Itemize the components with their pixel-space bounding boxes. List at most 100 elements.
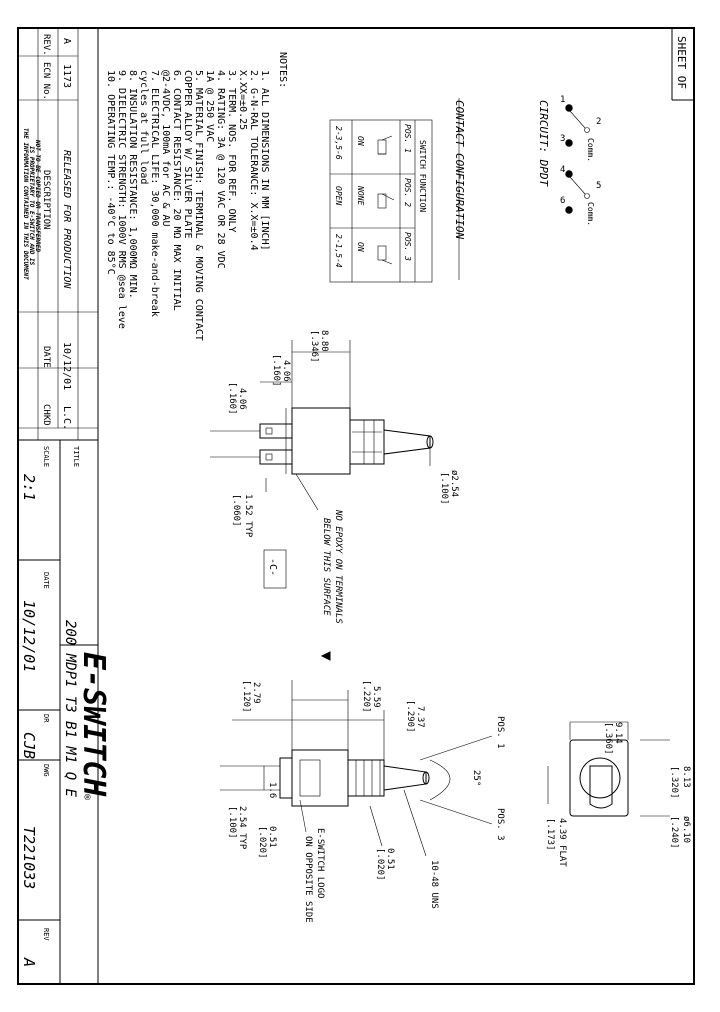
- date-label: DATE: [42, 572, 50, 589]
- e-switch-logo: E-SWITCH ®: [76, 652, 111, 801]
- dr-label: DR: [42, 714, 50, 723]
- pos2-header: POS. 2: [403, 178, 412, 207]
- dim-dia-6-10-in: [.240]: [669, 816, 679, 849]
- ecn-header: ECN No.: [41, 62, 51, 100]
- contact-config-title: CONTACT CONFIGURATION: [453, 100, 466, 239]
- terminal-1: 1: [560, 95, 565, 105]
- dim-4-06a: 4.06: [281, 360, 291, 382]
- note-6b: @2-4VDC, 100mA for AC & AU: [160, 70, 171, 227]
- side-view-lower: 7.37 [.290] 5.59 [.220] 2.79 [.120] 1.6 …: [220, 680, 505, 923]
- pos1-label: POS. 1: [495, 716, 505, 749]
- pos1-state: ON: [356, 136, 365, 146]
- pos3-header: POS. 3: [403, 232, 412, 261]
- note-9: 9. DIELECTRIC STRENGTH: 1000V RMS @sea l…: [116, 70, 127, 329]
- note-10: 10. OPERATING TEMP.: -40°C to 85°C: [105, 70, 116, 275]
- chkd-header: CHKD: [41, 404, 51, 426]
- dim-5-59-in: [.220]: [361, 680, 371, 713]
- circuit-label: CIRCUIT: DPDT: [537, 100, 550, 187]
- side-view-upper: 8.80 [.346] 4.06 [.160] 4.06 [.160] ø2.5…: [210, 330, 459, 661]
- front-view: 9.14 [.360] 8.13 [.320] ø6.10 [.240] 4.3…: [545, 721, 691, 867]
- date-header: DATE: [41, 346, 51, 368]
- dim-8-80-in: [.346]: [309, 330, 319, 363]
- note-7: 7. ELECTRICAL LIFE: 30,000 make-and-brea…: [149, 70, 160, 317]
- toggle-pos3-icon: [377, 245, 393, 265]
- note-8: 8. INSULATION RESISTANCE: 1,000MΩ MIN.: [127, 70, 138, 299]
- sheet-label: SHEET OF: [675, 36, 688, 89]
- dim-7-37-in: [.290]: [405, 700, 415, 733]
- dim-dia-2-54-in: [.100]: [439, 472, 449, 505]
- chkd-value: L.C.: [61, 406, 72, 430]
- toggle-pos1-icon: [377, 135, 393, 155]
- ecn-value: 1173: [61, 64, 72, 88]
- drawing-number: T221033: [20, 826, 38, 889]
- part-title: 200 MDP1 T3 B1 M1 Q E: [62, 620, 78, 798]
- dim-4-06b-in: [.160]: [227, 382, 237, 415]
- notes-heading: NOTES:: [277, 52, 288, 88]
- dim-dia-2-54: ø2.54: [449, 470, 459, 497]
- pos3-label: POS. 3: [495, 808, 505, 841]
- dim-2-54-typ-in: [.100]: [227, 806, 237, 839]
- dim-0-51a-in: [.020]: [257, 826, 267, 859]
- rev-label: REV: [42, 928, 50, 941]
- proprietary-line-3: NOT TO BE COPIED OR TRANSFERRED: [34, 139, 41, 252]
- registered-mark: ®: [81, 794, 92, 801]
- pos1-contacts: 2-3,5-6: [334, 126, 343, 160]
- dim-2-79: 2.79: [251, 682, 261, 704]
- dim-1-52: 1.52 TYP: [243, 494, 253, 538]
- scale-value: 2:1: [20, 474, 38, 501]
- thread-spec: 10-48 UNS: [429, 860, 439, 909]
- toggle-pos2-icon: [377, 193, 395, 209]
- dwg-label: DWG: [42, 764, 50, 777]
- datum-triangle-icon: [320, 651, 331, 661]
- datum-c-box: [263, 549, 287, 589]
- dim-4-39-flat-in: [.173]: [545, 818, 555, 851]
- epoxy-note-line-2: BELOW THIS SURFACE: [321, 518, 331, 616]
- dim-9-14-in: [.360]: [603, 722, 613, 755]
- notes: NOTES: 1. ALL DIMENSIONS IN MM [INCH] 2.…: [105, 52, 288, 341]
- logo-note-line-2: ON OPPOSITE SIDE: [303, 836, 313, 923]
- comm-label-5: Comm.: [586, 202, 595, 226]
- logo-text: E-SWITCH: [76, 652, 111, 797]
- dim-8-13-in: [.320]: [669, 766, 679, 799]
- description-header: DESCRIPTION: [41, 170, 51, 230]
- dim-5-59: 5.59: [371, 686, 381, 708]
- dim-0-51a: 0.51: [267, 826, 277, 848]
- terminal-5: 5: [596, 181, 601, 191]
- rev-header: REV.: [41, 34, 51, 56]
- dim-4-06b: 4.06: [237, 388, 247, 410]
- note-1: 1. ALL DIMENSIONS IN MM [INCH]: [259, 70, 270, 251]
- dim-1-6: 1.6: [267, 782, 277, 798]
- dpdt-circuit-diagram: 1 2 3 4 5 6 Comm. Comm.: [560, 95, 601, 226]
- rev-value: A: [61, 38, 72, 44]
- pos3-state: ON: [356, 242, 365, 252]
- note-6: 6. CONTACT RESISTANCE: 20 MΩ MAX INITIAL: [171, 70, 182, 311]
- note-2b: X.XX=±0.25: [237, 70, 248, 130]
- proprietary-line-2: IS PROPRIETARY TO E-SWITCH AND IS: [28, 146, 35, 266]
- terminal-3: 3: [560, 134, 565, 144]
- datum-c-label: -C-: [267, 558, 278, 576]
- note-4: 4. RATING: 3A @ 120 VAC OR 28 VDC: [215, 70, 226, 269]
- revision-block: REV. ECN No. DESCRIPTION DATE CHKD A 117…: [22, 34, 72, 430]
- note-3: 3. TERM. NOS. FOR REF. ONLY: [226, 70, 237, 233]
- pos2-state: NONE: [356, 185, 365, 205]
- dim-7-37: 7.37: [415, 706, 425, 728]
- comm-label-2: Comm.: [586, 138, 595, 162]
- epoxy-note-line-1: NO EPOXY ON TERMINALS: [333, 509, 343, 624]
- pos1-header: POS. 1: [403, 124, 412, 153]
- terminal-2: 2: [596, 117, 601, 127]
- note-4b: 1A @ 250 VAC: [204, 70, 215, 142]
- dim-8-13: 8.13: [681, 766, 691, 788]
- title-label: TITLE: [72, 446, 80, 467]
- dim-4-06a-in: [.160]: [271, 354, 281, 387]
- contact-configuration: CONTACT CONFIGURATION CIRCUIT: DPDT 1 2 …: [329, 95, 601, 283]
- note-5b: COPPER ALLOY W/ SILVER PLATE: [182, 70, 193, 239]
- dim-dia-6-10: ø6.10: [681, 816, 691, 843]
- drawing-date: 10/12/01: [20, 600, 38, 672]
- date-value: 10/12/01: [61, 342, 72, 390]
- dim-9-14: 9.14: [613, 722, 623, 744]
- switch-function-table: SWITCH FUNCTION POS. 1 POS. 2 POS. 3 ON …: [329, 119, 433, 283]
- note-5: 5. MATERIAL FINISH: TERMINAL & MOVING CO…: [193, 70, 204, 341]
- title-block: TITLE 200 MDP1 T3 B1 M1 Q E SCALE 2:1 DA…: [20, 446, 111, 967]
- dim-8-80: 8.80: [319, 330, 329, 352]
- switch-function-title: SWITCH FUNCTION: [418, 140, 427, 212]
